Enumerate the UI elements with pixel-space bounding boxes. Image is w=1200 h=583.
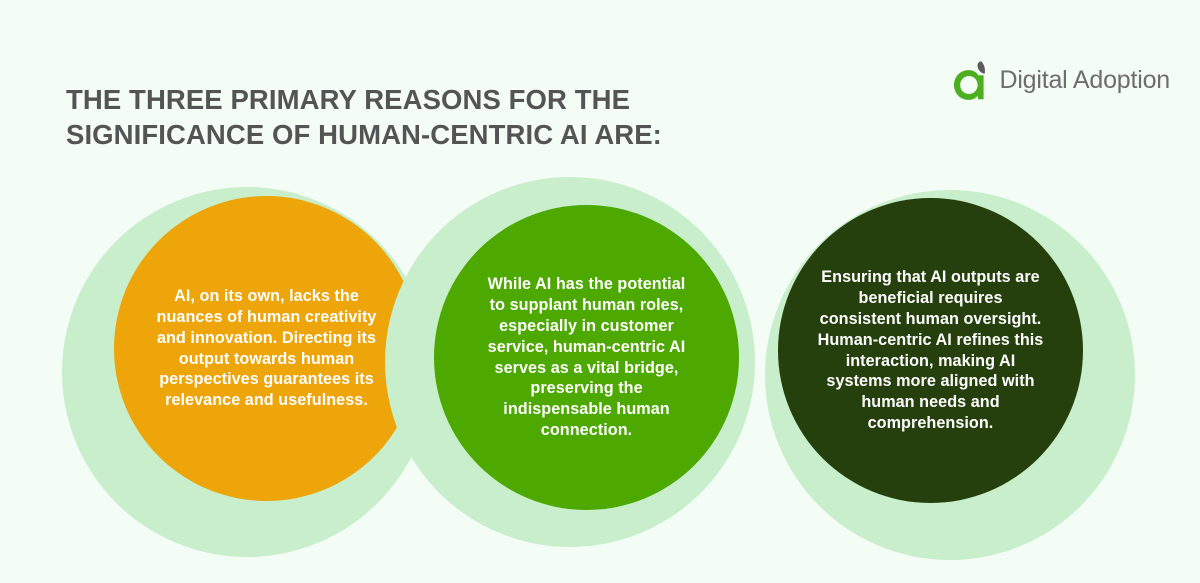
reason-text-2: While AI has the potential to supplant h… xyxy=(487,275,686,439)
reason-circle-1: AI, on its own, lacks the nuances of hum… xyxy=(114,196,419,501)
brand-logo: Digital Adoption xyxy=(953,60,1170,100)
reason-circle-3: Ensuring that AI outputs are beneficial … xyxy=(778,198,1083,503)
reason-text-3: Ensuring that AI outputs are beneficial … xyxy=(817,268,1044,432)
reason-circle-2: While AI has the potential to supplant h… xyxy=(434,205,739,510)
logo-wordmark: Digital Adoption xyxy=(999,65,1170,94)
reason-text-1: AI, on its own, lacks the nuances of hum… xyxy=(156,287,377,410)
digital-adoption-logo-icon xyxy=(954,61,986,100)
page-title: The three primary reasons for the signif… xyxy=(66,84,662,151)
